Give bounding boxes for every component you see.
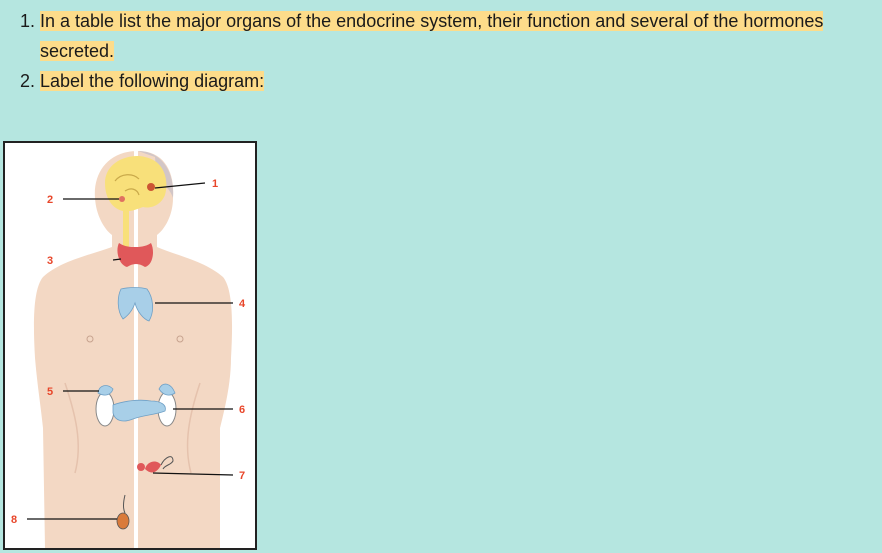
label-5: 5 — [47, 386, 53, 398]
label-3: 3 — [47, 255, 53, 267]
brain — [105, 156, 167, 247]
body-silhouette — [33, 151, 233, 548]
ovary — [137, 456, 174, 473]
task-text-2: Label the following diagram: — [40, 71, 265, 91]
task-item-2: Label the following diagram: — [40, 66, 860, 96]
pancreas — [112, 399, 166, 422]
label-2: 2 — [47, 194, 53, 206]
endocrine-diagram-svg: 1 2 3 4 5 6 7 8 — [11, 151, 246, 548]
label-6: 6 — [239, 404, 245, 416]
task-item-1: In a table list the major organs of the … — [40, 6, 860, 66]
endocrine-diagram: 1 2 3 4 5 6 7 8 — [3, 141, 257, 550]
label-7: 7 — [239, 470, 245, 482]
label-4: 4 — [239, 298, 246, 310]
task-list: In a table list the major organs of the … — [0, 6, 860, 96]
task-text-1: In a table list the major organs of the … — [40, 11, 824, 61]
leader-lines — [27, 182, 234, 520]
thyroid-gland — [117, 243, 153, 267]
pineal-gland — [147, 183, 155, 191]
testis — [116, 494, 130, 530]
thymus-gland — [117, 287, 153, 322]
label-1: 1 — [212, 178, 218, 190]
label-8: 8 — [11, 514, 17, 526]
pituitary-gland — [119, 196, 125, 202]
